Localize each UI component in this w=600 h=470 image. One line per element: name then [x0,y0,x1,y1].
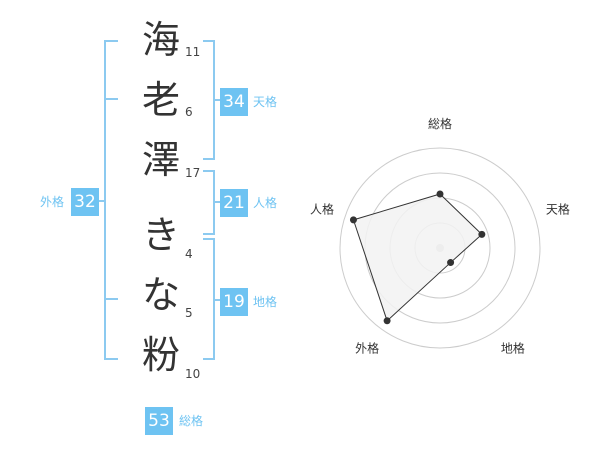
tenkaku-bracket-tick [213,99,221,101]
radar-data-polygon [352,193,483,322]
stroke-count-4: 4 [185,247,193,261]
radar-point-2 [478,230,486,238]
stroke-count-3: 17 [185,166,201,180]
gaikaku-badge: 32 [71,188,99,216]
gaikaku-label: 外格 [40,195,65,209]
chikaku-badge: 19 [220,288,248,316]
radar-axis-label-5: 人格 [310,202,334,217]
chikaku-label: 地格 [253,295,278,309]
gaikaku-bracket-tick-bottom [104,298,118,300]
tenkaku-label: 天格 [253,95,278,109]
stroke-count-5: 5 [185,306,193,320]
jinkaku-bracket-tick [213,201,221,203]
radar-axis-label-4: 外格 [355,340,379,355]
radar-point-5 [349,216,357,224]
name-char-5: な [141,273,180,317]
stroke-count-2: 6 [185,105,193,119]
name-char-1: 海 [141,18,180,62]
stroke-count-6: 10 [185,367,201,381]
jinkaku-label: 人格 [253,196,278,210]
name-char-2: 老 [141,78,180,122]
stroke-count-1: 11 [185,45,201,59]
radar-axis-label-3: 地格 [501,340,525,355]
radar-axis-label-1: 総格 [428,116,452,131]
gaikaku-bracket-tick-mid [98,200,106,202]
tenkaku-badge: 34 [220,88,248,116]
gaikaku-bracket-tick-top [104,98,118,100]
gaikaku-bracket [104,40,118,360]
soukaku-badge: 53 [145,407,173,435]
radar-ring-4 [339,147,541,349]
chikaku-bracket-tick [213,299,221,301]
radar-point-4 [383,317,391,325]
radar-point-1 [436,190,444,198]
radar-axis-label-2: 天格 [546,202,570,217]
name-char-6: 粉 [141,333,180,377]
jinkaku-badge: 21 [220,189,248,217]
radar-point-3 [447,259,455,267]
name-char-3: 澤 [141,138,180,182]
soukaku-label: 総格 [179,414,204,428]
name-char-4: き [141,213,180,257]
